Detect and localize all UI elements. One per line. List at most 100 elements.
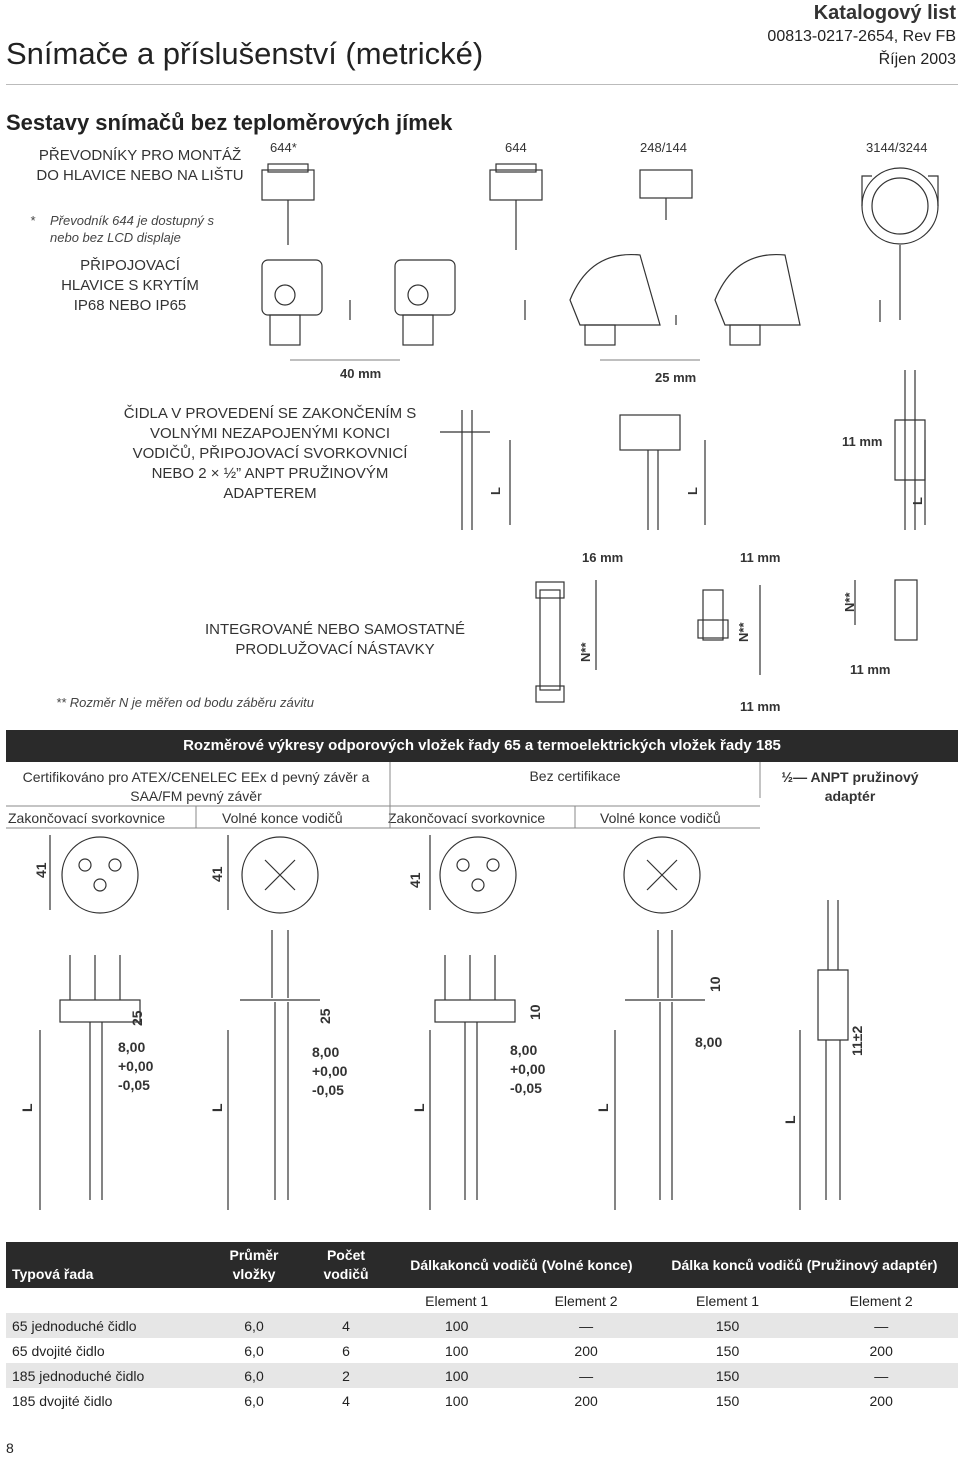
dim-L-e: L [782, 1115, 798, 1124]
cell-fe2: — [521, 1313, 651, 1338]
top-view-1 [61, 836, 139, 914]
cell-sp1: 150 [650, 1313, 805, 1338]
dim-25-2: 25 [317, 1008, 333, 1024]
dim-41-1: 41 [33, 862, 49, 878]
cell-series: 65 jednoduché čidlo [6, 1313, 208, 1338]
cell-wires: 2 [300, 1363, 392, 1388]
dim-tol-1a: 8,00 [118, 1039, 145, 1055]
sub-fe1: Element 1 [392, 1288, 522, 1313]
drawings-grid [6, 762, 761, 829]
cell-series: 185 dvojité čidlo [12, 1392, 113, 1409]
assembly-drawing: 40 mm 25 mm 11 mm L L L 16 mm 11 mm N** … [261, 163, 939, 714]
drawings-band: Rozměrové výkresy odporových vložek řady… [6, 730, 958, 762]
th-free-ends: Dálkakonců vodičů (Volné konce) [392, 1242, 651, 1288]
cell-sp1: 150 [715, 1342, 740, 1359]
dim-N-2: N** [736, 622, 751, 642]
model-248: 248/144 [640, 140, 687, 155]
dim-16: 16 mm [582, 550, 623, 565]
th-series: Typová řada [6, 1242, 208, 1288]
dim-11-c: 11 mm [850, 662, 890, 677]
cell-diameter: 6,0 [244, 1342, 264, 1359]
dim-10-2: 10 [707, 976, 723, 992]
col-terminal-2: Zakončovací svorkovnice [388, 810, 546, 826]
dim-tol-3c: -0,05 [510, 1080, 542, 1096]
cell-sp2: — [804, 1313, 958, 1338]
cell-wires: 6 [342, 1342, 350, 1359]
cell-diameter: 6,0 [208, 1313, 300, 1338]
dim-tol-1b: +0,00 [118, 1058, 154, 1074]
th-diameter: Průměr vložky [208, 1242, 300, 1288]
sub-sp2: Element 2 [804, 1288, 958, 1313]
dim-41-2: 41 [209, 866, 225, 882]
insert-3-body [434, 999, 516, 1023]
dim-N-3: N** [842, 592, 857, 612]
dim-L-a: L [19, 1103, 35, 1112]
dim-L-2: L [685, 487, 700, 495]
transmitter-248-drawing [639, 169, 693, 199]
transmitter-note-star: * [30, 213, 36, 228]
section-title: Sestavy snímačů bez teploměrových jímek [6, 110, 453, 135]
head-ip65-1 [569, 253, 661, 326]
no-cert-label: Bez certifikace [529, 768, 621, 784]
page-title: Snímače a příslušenství (metrické) [6, 36, 484, 71]
dim-L-1: L [488, 487, 503, 495]
dim-N-1: N** [578, 642, 593, 662]
table-row: 185 jednoduché čidlo 6,0 2 100 — 150 — [6, 1363, 958, 1388]
dim-tol-2a: 8,00 [312, 1044, 339, 1060]
transmitters-label: PŘEVODNÍKY PRO MONTÁŽ DO HLAVICE NEBO NA… [36, 147, 244, 184]
cell-fe1: 100 [445, 1342, 469, 1359]
cell-fe2: — [521, 1363, 651, 1388]
cell-fe2: 200 [574, 1392, 598, 1409]
cell-fe1: 100 [392, 1313, 522, 1338]
top-view-3 [439, 836, 517, 914]
cell-diameter: 6,0 [244, 1392, 264, 1409]
dim-10-1: 10 [527, 1004, 543, 1020]
cell-sp2: 200 [869, 1392, 893, 1409]
cell-wires: 4 [300, 1313, 392, 1338]
insert-drawings: 41 41 41 25 25 10 10 8,00 +0,00 -0,05 8,… [19, 835, 865, 1210]
model-3144: 3144/3244 [866, 140, 928, 155]
insert-table: Typová řada Průměr vložky Počet vodičů D… [6, 1242, 958, 1413]
head-ip65-2 [714, 253, 801, 326]
catalog-label: Katalogový list [813, 2, 956, 24]
cell-series: 185 jednoduché čidlo [6, 1363, 208, 1388]
dim-11-d: 11 mm [740, 699, 780, 714]
transmitter-note: Převodník 644 je dostupný s nebo bez LCD… [50, 213, 215, 245]
transmitter-3144-drawing [861, 167, 939, 245]
dim-25: 25 mm [655, 370, 696, 385]
heads-label: PŘIPOJOVACÍ HLAVICE S KRYTÍM IP68 NEBO I… [61, 257, 199, 314]
anpt-label: ½— ANPT pružinový adaptér [781, 769, 919, 804]
cell-fe1: 100 [392, 1363, 522, 1388]
cell-sp2: 200 [869, 1342, 893, 1359]
dim-tol-2c: -0,05 [312, 1082, 344, 1098]
page-number: 8 [6, 1440, 14, 1456]
table-subheader-row: Element 1 Element 2 Element 1 Element 2 [6, 1288, 958, 1313]
dim-L-3: L [910, 497, 925, 505]
sensors-label: ČIDLA V PROVEDENÍ SE ZAKONČENÍM S VOLNÝM… [123, 405, 417, 502]
model-644-star: 644* [270, 140, 297, 155]
dim-tol-3b: +0,00 [510, 1061, 546, 1077]
dim-25-1: 25 [129, 1010, 145, 1026]
extensions-label: INTEGROVANÉ NEBO SAMOSTATNÉ PRODLUŽOVACÍ… [204, 621, 466, 658]
cell-fe2: 200 [574, 1342, 598, 1359]
top-view-4 [623, 836, 701, 914]
cert-label: Certifikováno pro ATEX/CENELEC EEx d pev… [22, 769, 370, 804]
cell-wires: 4 [342, 1392, 350, 1409]
header-rule [6, 84, 958, 85]
cell-sp2: — [804, 1363, 958, 1388]
cell-fe1: 100 [445, 1392, 469, 1409]
table-row: 185 dvojité čidlo 6,0 4 100 200 150 200 [6, 1388, 958, 1413]
transmitter-644-star-drawing [261, 169, 315, 201]
dim-L-c: L [411, 1103, 427, 1112]
col-flying-2: Volné konce vodičů [600, 810, 721, 826]
th-spring: Dálka konců vodičů (Pružinový adaptér) [650, 1242, 958, 1288]
cell-sp1: 150 [650, 1363, 805, 1388]
catalog-date: Říjen 2003 [878, 51, 956, 68]
cell-series: 65 dvojité čidlo [12, 1342, 105, 1359]
cell-sp1: 150 [715, 1392, 740, 1409]
cell-diameter: 6,0 [208, 1363, 300, 1388]
col-terminal-1: Zakončovací svorkovnice [8, 810, 166, 826]
n-note: ** Rozměr N je měřen od bodu záběru závi… [56, 695, 314, 710]
dim-8: 8,00 [695, 1034, 722, 1050]
dim-tol-1c: -0,05 [118, 1077, 150, 1093]
